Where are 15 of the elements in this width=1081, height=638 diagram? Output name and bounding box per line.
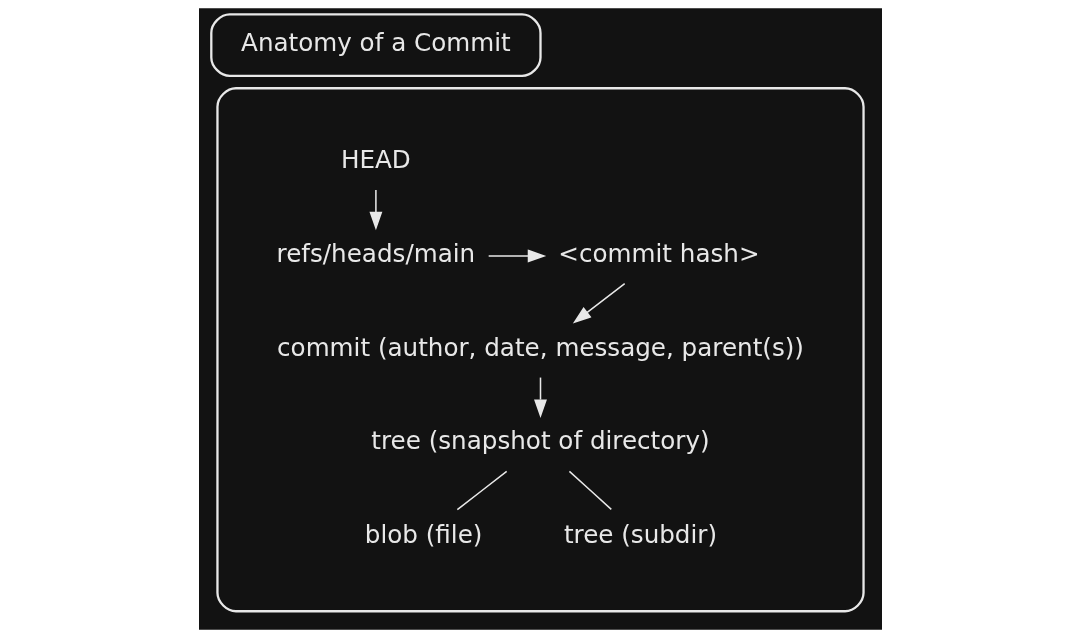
node-text: tree (snapshot of directory) xyxy=(371,426,710,456)
arrow xyxy=(487,249,547,263)
node-text: refs/heads/main xyxy=(276,238,476,268)
arrow xyxy=(369,189,383,231)
node-text: HEAD xyxy=(340,144,411,174)
connector xyxy=(568,470,613,511)
connector xyxy=(456,470,508,511)
node-text: <commit hash> xyxy=(558,238,760,268)
node-text: blob (file) xyxy=(364,520,483,550)
arrow xyxy=(534,376,547,418)
arrow xyxy=(572,282,626,324)
node-box: Anatomy of a Commit xyxy=(210,13,542,78)
node-text: commit (author, date, message, parent(s)) xyxy=(277,332,804,362)
cluster xyxy=(216,87,865,613)
node-text: tree (subdir) xyxy=(563,520,718,550)
